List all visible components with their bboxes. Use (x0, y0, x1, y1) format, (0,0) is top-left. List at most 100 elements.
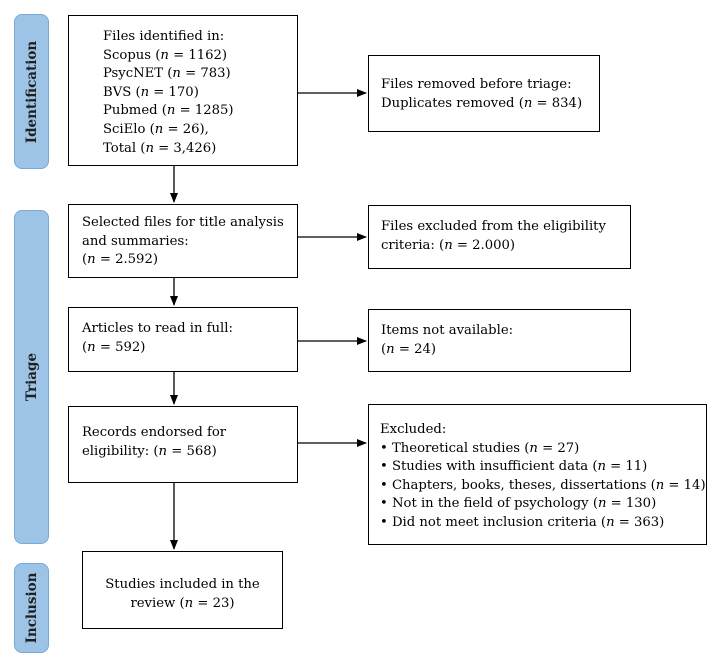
box-text-segment: = 783) (180, 66, 231, 82)
box-text-segment: ( (381, 341, 387, 357)
box-selected-files: Selected files for title analysis and sum… (68, 204, 298, 278)
box-text-line: (n = 2.592) (82, 251, 297, 270)
box-text-segment: = 23) (193, 595, 235, 611)
box-text-segment: Studies included in the (105, 577, 260, 592)
box-text-segment: = 592) (95, 339, 146, 355)
box-text-segment: ( (82, 252, 88, 268)
box-text-segment: Items not available: (381, 323, 514, 338)
box-text-segment: = 27) (537, 440, 580, 456)
phase-inclusion: Inclusion (14, 563, 49, 653)
box-text-segment: • Not in the field of psychology ( (380, 496, 598, 512)
box-text-line: Selected files for title analysis (82, 214, 297, 233)
box-text-segment: criteria: ( (381, 237, 445, 253)
box-text-segment: = 14) (664, 477, 706, 493)
box-text-segment: SciElo ( (103, 121, 155, 137)
sample-size-symbol: n (145, 140, 154, 156)
box-records-endorsed: Records endorsed for eligibility: (n = 56… (68, 406, 298, 483)
box-text-line: Records endorsed for (82, 424, 297, 443)
box-text-line: (n = 592) (82, 339, 297, 358)
box-text-line: Total (n = 3,426) (103, 140, 297, 159)
box-text-line: • Did not meet inclusion criteria (n = 3… (380, 514, 706, 533)
box-text-line: SciElo (n = 26), (103, 121, 297, 140)
box-text-segment: Files excluded from the eligibility (381, 219, 606, 234)
box-text-line: • Studies with insufficient data (n = 11… (380, 458, 706, 477)
box-text-segment: ( (82, 339, 88, 355)
box-text-segment: Duplicates removed ( (381, 95, 524, 111)
box-files-removed: Files removed before triage: Duplicates r… (368, 55, 600, 132)
box-text-segment: review ( (130, 595, 185, 611)
box-text-segment: = 170) (149, 84, 199, 100)
sample-size-symbol: n (140, 84, 150, 100)
box-text-segment: = 2.000) (452, 237, 516, 253)
box-files-identified: Files identified in:Scopus (n = 1162)Psy… (68, 15, 298, 166)
box-text-segment: = 26), (163, 121, 209, 137)
box-text-segment: Files removed before triage: (381, 77, 572, 92)
box-text-line: Studies included in the (83, 576, 282, 595)
box-text-line: Files excluded from the eligibility (381, 218, 630, 237)
box-text-segment: = 834) (532, 95, 583, 111)
sample-size-symbol: n (529, 440, 538, 456)
sample-size-symbol: n (444, 237, 453, 253)
sample-size-symbol: n (158, 443, 168, 459)
sample-size-symbol: n (386, 341, 395, 357)
box-text-line: Items not available: (381, 322, 630, 341)
box-text-line: and summaries: (82, 233, 297, 252)
box-text-segment: Articles to read in full: (82, 321, 233, 336)
box-text-segment: PsycNET ( (103, 66, 173, 82)
box-text-line: Pubmed (n = 1285) (103, 102, 297, 121)
sample-size-symbol: n (184, 595, 194, 611)
box-text-segment: BVS ( (103, 84, 141, 100)
box-text-segment: • Theoretical studies ( (380, 440, 530, 456)
box-text-segment: = 3,426) (153, 140, 217, 156)
sample-size-symbol: n (87, 339, 96, 355)
sample-size-symbol: n (160, 47, 169, 63)
box-text-segment: • Chapters, books, theses, dissertations… (380, 477, 656, 493)
sample-size-symbol: n (597, 459, 606, 475)
box-studies-included: Studies included in the review (n = 23) (82, 551, 283, 629)
box-text-segment: Records endorsed for (82, 425, 227, 440)
box-text-line: eligibility: (n = 568) (82, 443, 297, 462)
box-text-line: PsycNET (n = 783) (103, 65, 297, 84)
box-text-line: Files removed before triage: (381, 76, 599, 95)
box-text-line: Excluded: (380, 421, 706, 440)
box-text-segment: Scopus ( (103, 47, 161, 63)
box-text-segment: = 1285) (175, 103, 234, 119)
box-text-line: Files identified in: (103, 28, 297, 47)
box-text-segment: = 24) (394, 341, 437, 357)
box-text-segment: Total ( (103, 140, 146, 156)
box-text-segment: • Studies with insufficient data ( (380, 459, 598, 475)
box-text-line: • Not in the field of psychology (n = 13… (380, 495, 706, 514)
box-text-segment: eligibility: ( (82, 443, 159, 459)
phase-identification: Identification (14, 14, 49, 169)
sample-size-symbol: n (154, 121, 164, 137)
box-text-line: Scopus (n = 1162) (103, 47, 297, 66)
box-text-line: Duplicates removed (n = 834) (381, 95, 599, 114)
box-text-segment: = 568) (167, 443, 217, 459)
box-text-segment: and summaries: (82, 233, 189, 249)
sample-size-symbol: n (597, 496, 607, 512)
box-text-segment: Pubmed ( (103, 103, 167, 119)
box-text-line: criteria: (n = 2.000) (381, 237, 630, 256)
box-text-line: BVS (n = 170) (103, 84, 297, 103)
box-text-segment: • Did not meet inclusion criteria ( (380, 514, 607, 530)
sample-size-symbol: n (655, 477, 665, 493)
box-excluded: Excluded:• Theoretical studies (n = 27)•… (368, 404, 707, 545)
box-excluded-eligibility: Files excluded from the eligibility crite… (368, 205, 631, 269)
box-text-segment: = 363) (614, 514, 665, 530)
box-text-line: • Chapters, books, theses, dissertations… (380, 477, 706, 496)
box-text-segment: = 11) (605, 459, 648, 475)
box-text-segment: = 2.592) (95, 252, 158, 268)
box-text-line: review (n = 23) (83, 595, 282, 614)
sample-size-symbol: n (606, 514, 615, 530)
phase-triage: Triage (14, 210, 49, 544)
box-text-segment: = 1162) (168, 47, 228, 63)
box-text-segment: Selected files for title analysis (82, 215, 284, 230)
box-articles-full-read: Articles to read in full: (n = 592) (68, 307, 298, 372)
box-text-segment: Excluded: (380, 422, 447, 437)
sample-size-symbol: n (166, 103, 176, 119)
sample-size-symbol: n (87, 252, 96, 268)
sample-size-symbol: n (523, 95, 533, 111)
box-items-not-available: Items not available: (n = 24) (368, 309, 631, 372)
